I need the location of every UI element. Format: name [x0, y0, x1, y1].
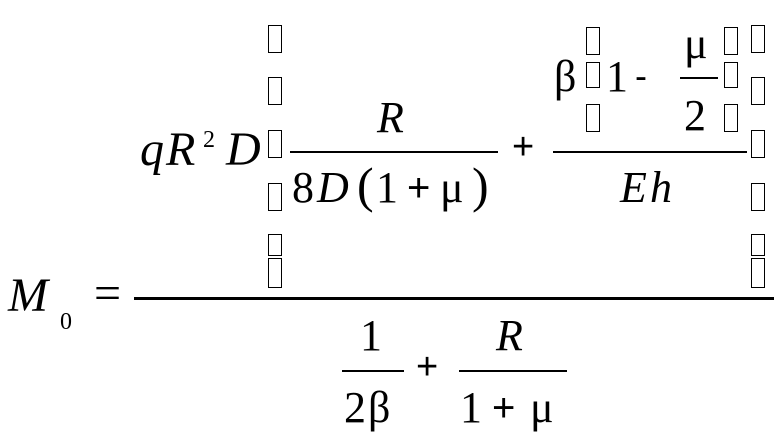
frac2-num-beta: β	[554, 52, 577, 101]
left-bracket-glyph-box	[268, 234, 282, 256]
num-R: R	[166, 123, 196, 176]
frac2-den-h: h	[650, 163, 672, 212]
lhs-equals: =	[94, 267, 122, 320]
lhs-symbol-M: M	[8, 269, 48, 322]
num-R-superscript: 2	[203, 127, 215, 153]
inner-paren-glyph-box	[724, 104, 738, 132]
right-bracket-glyph-box	[751, 25, 765, 53]
frac4-numerator: R	[496, 311, 523, 360]
frac3-den-beta: β	[368, 383, 391, 432]
frac4-den-one: 1	[460, 383, 482, 432]
frac2-num-one: 1	[606, 52, 628, 101]
inner-paren-glyph-box	[586, 62, 600, 88]
frac1-bar	[290, 151, 498, 153]
frac2-inner-mu: μ	[684, 19, 708, 68]
frac1-den-D: D	[317, 163, 349, 212]
frac4-bar	[459, 370, 567, 372]
left-bracket-glyph-box	[268, 183, 282, 211]
inner-paren-glyph-box	[724, 62, 738, 88]
frac4-den-mu: μ	[530, 383, 554, 432]
lhs-subscript: 0	[60, 309, 72, 335]
right-bracket-glyph-box	[751, 183, 765, 211]
right-bracket-glyph-box	[751, 77, 765, 105]
denominator-plus: +	[416, 346, 439, 388]
left-bracket-glyph-box	[268, 77, 282, 105]
left-bracket-glyph-box	[268, 258, 282, 288]
num-D: D	[226, 123, 261, 176]
frac1-den-open-paren: (	[357, 157, 374, 213]
main-fraction-bar	[134, 297, 774, 300]
frac1-den-one: 1	[376, 163, 398, 212]
frac1-den-8: 8	[292, 163, 314, 212]
num-q: q	[140, 123, 164, 176]
right-bracket-glyph-box	[751, 258, 765, 288]
frac1-den-plus: +	[407, 166, 431, 210]
right-bracket-glyph-box	[751, 130, 765, 158]
inner-paren-glyph-box	[586, 104, 600, 132]
frac2-inner-bar	[680, 77, 718, 79]
frac2-num-minus: -	[635, 55, 647, 96]
numerator-plus: +	[512, 126, 535, 168]
frac2-inner-two: 2	[684, 91, 706, 140]
left-bracket-glyph-box	[268, 130, 282, 158]
frac1-numerator: R	[377, 93, 404, 142]
inner-paren-glyph-box	[724, 27, 738, 55]
frac4-den-plus: +	[492, 386, 516, 430]
frac3-bar	[342, 370, 404, 372]
inner-paren-glyph-box	[586, 27, 600, 55]
frac1-den-mu: μ	[440, 163, 464, 212]
frac2-den-E: E	[620, 163, 647, 212]
frac2-bar	[553, 151, 747, 153]
frac3-den-two: 2	[344, 383, 366, 432]
left-bracket-glyph-box	[268, 25, 282, 53]
frac1-den-close-paren: )	[472, 157, 489, 213]
right-bracket-glyph-box	[751, 234, 765, 256]
frac3-numerator: 1	[360, 311, 382, 360]
